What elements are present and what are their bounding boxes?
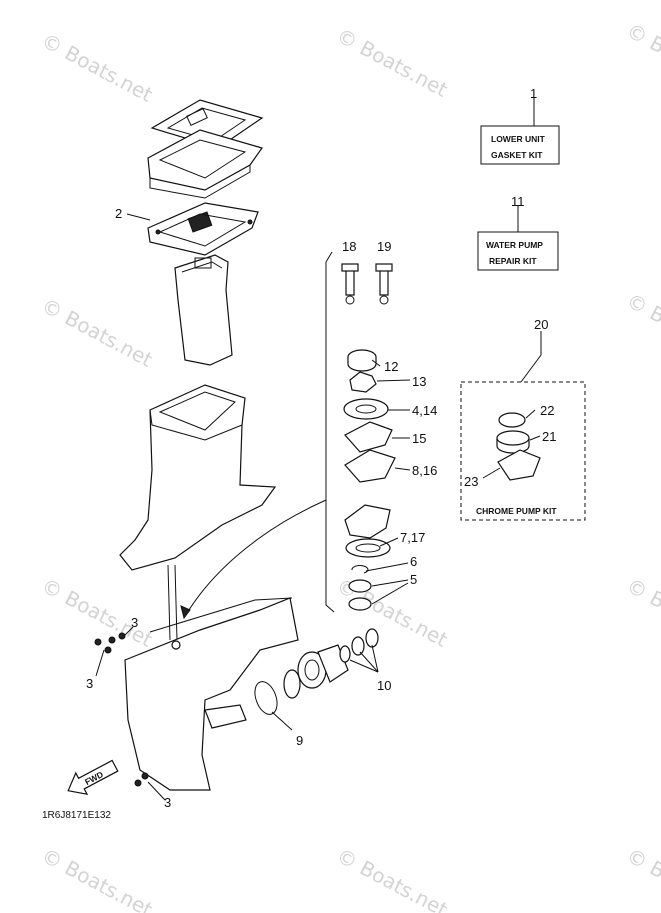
chrome-pump-parts (496, 412, 541, 481)
callout-22: 22 (540, 403, 554, 418)
watermark: © Boats.net (333, 843, 452, 913)
upper-gasket-stack (147, 99, 264, 199)
pump-kit-line2: REPAIR KIT (489, 256, 537, 266)
gasket-kit-line2: GASKET KIT (491, 150, 543, 160)
gasket-2 (147, 202, 259, 256)
callout-21: 21 (542, 429, 556, 444)
callout-18: 18 (342, 239, 356, 254)
callout-12: 12 (384, 359, 398, 374)
callout-8-16: 8,16 (412, 463, 437, 478)
pump-kit-box: WATER PUMP REPAIR KIT (477, 205, 559, 271)
callout-labels: 1 2 11 18 19 20 12 13 4,14 15 8,16 22 21… (86, 86, 556, 810)
o-ring-9 (254, 681, 278, 715)
watermark: © Boats.net (623, 288, 661, 367)
callout-6: 6 (410, 554, 417, 569)
drive-shaft (167, 564, 178, 641)
callout-2: 2 (115, 206, 122, 221)
callout-3-top: 3 (131, 615, 138, 630)
watermark: © Boats.net (38, 293, 157, 372)
callout-19: 19 (377, 239, 391, 254)
callout-4-14: 4,14 (412, 403, 437, 418)
water-pump-parts (341, 263, 396, 611)
callout-5: 5 (410, 572, 417, 587)
callout-11: 11 (511, 194, 525, 209)
callout-leaders (95, 213, 541, 801)
bolts-3 (94, 632, 149, 787)
fwd-arrow: FWD (67, 759, 119, 796)
callout-23: 23 (464, 474, 478, 489)
watermark: © Boats.net (333, 23, 452, 102)
callout-9: 9 (296, 733, 303, 748)
leader-curve (183, 499, 327, 619)
prop-shaft-parts (283, 628, 379, 699)
callout-10: 10 (377, 678, 391, 693)
gasket-kit-box: LOWER UNIT GASKET KIT (480, 98, 560, 165)
upper-casing (119, 384, 277, 571)
callout-7-17: 7,17 (400, 530, 425, 545)
chrome-kit-box: CHROME PUMP KIT (460, 331, 586, 521)
callout-13: 13 (412, 374, 426, 389)
watermark: © Boats.net (38, 28, 157, 107)
callout-20: 20 (534, 317, 548, 332)
callout-1: 1 (530, 86, 537, 101)
watermark: © Boats.net (623, 843, 661, 913)
watermark: © Boats.net (623, 18, 661, 97)
exhaust-pipe (174, 254, 233, 366)
callout-3-left: 3 (86, 676, 93, 691)
callout-3-bottom: 3 (164, 795, 171, 810)
callout-15: 15 (412, 431, 426, 446)
watermark: © Boats.net (623, 573, 661, 652)
chrome-kit-label: CHROME PUMP KIT (476, 506, 557, 516)
water-pump-bracket (325, 251, 335, 613)
leader-arrow (180, 605, 191, 620)
gasket-kit-line1: LOWER UNIT (491, 134, 546, 144)
pump-kit-line1: WATER PUMP (486, 240, 543, 250)
watermark: © Boats.net (38, 843, 157, 913)
diagram-code: 1R6J8171E132 (42, 810, 111, 821)
